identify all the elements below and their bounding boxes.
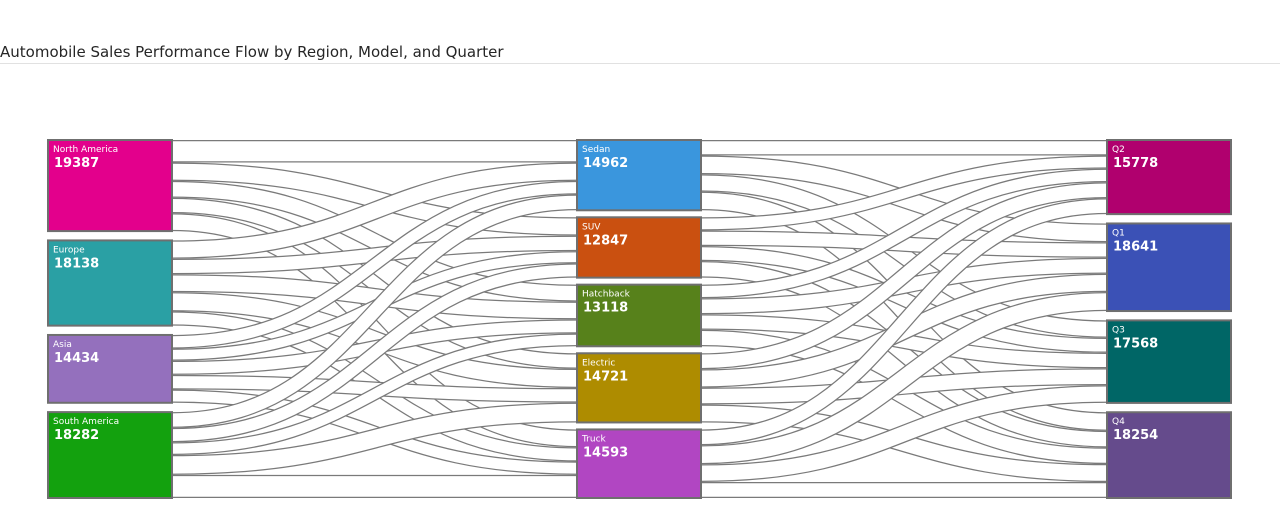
link-na-hatch <box>171 182 578 301</box>
node-bar-sa <box>47 411 173 499</box>
node-label-q3: Q3 <box>1112 325 1125 335</box>
link-na-elec <box>171 199 578 368</box>
node-label-q2: Q2 <box>1112 145 1125 155</box>
link-truck-q3 <box>700 386 1108 481</box>
link-sa-sedan <box>171 195 578 427</box>
node-label-q4: Q4 <box>1112 417 1125 427</box>
node-label-truck: Truck <box>581 434 607 444</box>
node-bar-q3 <box>1106 319 1232 404</box>
node-label-eu: Europe <box>53 245 85 255</box>
node-value-eu: 18138 <box>54 256 99 271</box>
node-label-suv: SUV <box>582 222 601 232</box>
link-eu-suv <box>171 236 578 273</box>
link-suv-q3 <box>700 247 1108 352</box>
link-eu-hatch <box>171 275 578 319</box>
node-label-na: North America <box>53 145 118 155</box>
node-bar-suv <box>576 216 702 279</box>
link-hatch-q3 <box>700 315 1108 368</box>
sankey-links <box>171 139 1108 499</box>
node-value-truck: 14593 <box>583 445 628 460</box>
node-label-sedan: Sedan <box>582 145 610 155</box>
link-suv-q4 <box>700 262 1108 447</box>
node-bar-sedan <box>576 139 702 212</box>
node-bar-q1 <box>1106 222 1232 313</box>
node-label-hatch: Hatchback <box>582 290 631 300</box>
node-value-hatch: 13118 <box>583 301 628 316</box>
node-value-as: 14434 <box>54 351 99 366</box>
link-truck-q2 <box>700 199 1108 445</box>
node-bar-eu <box>47 239 173 327</box>
link-hatch-q2 <box>700 169 1108 298</box>
chart-title: Automobile Sales Performance Flow by Reg… <box>0 43 504 61</box>
node-label-as: Asia <box>53 340 72 350</box>
link-eu-sedan <box>171 163 578 258</box>
node-bar-hatch <box>576 283 702 348</box>
node-value-sedan: 14962 <box>583 156 628 171</box>
node-bar-q4 <box>1106 411 1232 500</box>
link-truck-q1 <box>700 293 1108 464</box>
link-sa-suv <box>171 264 578 441</box>
link-sa-hatch <box>171 334 578 454</box>
node-value-q2: 15778 <box>1113 156 1158 171</box>
link-elec-q4 <box>700 405 1108 481</box>
node-bar-as <box>47 333 173 404</box>
node-value-q3: 17568 <box>1113 336 1158 351</box>
node-value-na: 19387 <box>54 156 99 171</box>
node-bar-q2 <box>1106 139 1232 216</box>
title-divider <box>0 63 1280 64</box>
node-value-elec: 14721 <box>583 369 628 384</box>
node-label-elec: Electric <box>582 358 615 368</box>
link-as-sedan <box>171 182 578 348</box>
node-label-q1: Q1 <box>1112 228 1125 238</box>
link-na-suv <box>171 163 578 235</box>
node-value-q1: 18641 <box>1113 239 1158 254</box>
node-bar-truck <box>576 428 702 499</box>
node-bar-na <box>47 139 173 233</box>
node-value-suv: 12847 <box>583 233 628 248</box>
link-sa-elec <box>171 403 578 474</box>
link-sedan-q3 <box>700 175 1108 337</box>
node-value-q4: 18254 <box>1113 428 1158 443</box>
node-bar-elec <box>576 352 702 424</box>
link-suv-q2 <box>700 156 1108 230</box>
node-value-sa: 18282 <box>54 428 99 443</box>
link-suv-q1 <box>700 231 1108 257</box>
node-label-sa: South America <box>53 417 119 427</box>
link-elec-q2 <box>700 183 1108 369</box>
